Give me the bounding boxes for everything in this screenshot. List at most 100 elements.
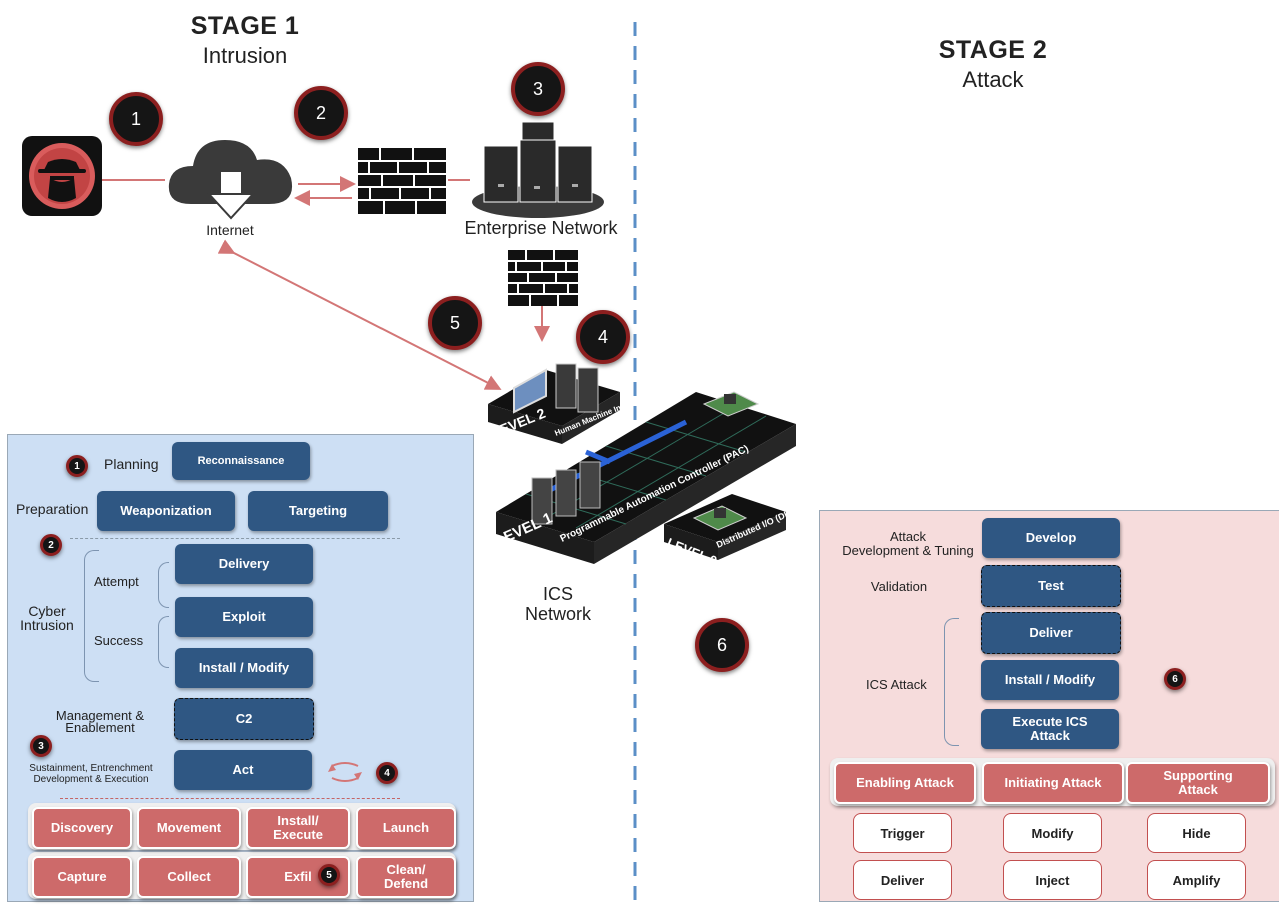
act-divider [60,798,400,799]
action-discovery-line1: Discovery [50,820,114,835]
technique-deliver: Deliver [853,860,952,900]
panel1-marker-3: 3 [30,735,52,757]
ics-network-label: ICS Network [508,584,608,624]
step-marker-4: 4 [576,310,630,364]
attempt-bracket [158,562,169,608]
validation-label: Validation [870,579,928,594]
action-collect: Collect [137,856,241,898]
action-exfil-line1: Exfil [284,869,312,884]
technique-hide: Hide [1147,813,1246,853]
install-modify-step: Install / Modify [175,648,313,688]
preparation-label: Preparation [16,501,89,517]
preparation-divider [70,538,400,539]
management-label-line2: Enablement [65,720,135,735]
technique-amplify: Amplify [1147,860,1246,900]
attack-dev-label: Attack Development & Tuning [838,530,978,558]
ics-levels-diagram: LEVEL 2 Human Machine Interface (HMI) LE… [488,363,798,568]
weaponization-step: Weaponization [97,491,235,531]
ics-attack-label: ICS Attack [866,677,927,692]
action-capture-line1: Capture [57,869,107,884]
panel2-marker-6: 6 [1164,668,1186,690]
cycle-arrows-icon [328,762,362,782]
execute-line1: Execute ICS [1012,714,1088,729]
network-connections [100,176,550,390]
step-marker-1: 1 [109,92,163,146]
c2-step: C2 [174,698,314,740]
category-supporting-line1: Supporting [1163,768,1233,783]
install-modify-attack-step: Install / Modify [981,660,1119,700]
stage2-title: STAGE 2 [938,36,1048,64]
category-initiating-attack: Initiating Attack [982,762,1124,804]
stage1-heading: STAGE 1 Intrusion [170,12,320,69]
action-install-execute: Install/Execute [246,807,350,849]
attack-dev-label-line2: Development & Tuning [842,543,974,558]
action-install-execute-line2: Execute [273,827,323,842]
delivery-step: Delivery [175,544,313,584]
sustainment-label-line1: Sustainment, Entrenchment [29,763,153,774]
action-capture: Capture [32,856,132,898]
action-clean-defend: Clean/Defend [356,856,456,898]
ics-network-label-line2: Network [524,604,591,624]
category-enabling-attack: Enabling Attack [834,762,976,804]
test-step: Test [981,565,1121,607]
attack-dev-label-line1: Attack [889,529,927,544]
management-label: Management & Enablement [40,708,160,735]
panel1-marker-4: 4 [376,762,398,784]
category-initiating-line1: Initiating Attack [1004,775,1102,790]
exploit-step: Exploit [175,597,313,637]
execute-line2: Attack [1030,728,1070,743]
technique-trigger: Trigger [853,813,952,853]
attempt-label: Attempt [94,574,139,589]
internet-label: Internet [206,222,254,238]
stage2-subtitle: Attack [962,67,1024,92]
sustainment-label-line2: Development & Execution [33,774,149,785]
deliver-step: Deliver [981,612,1121,654]
ics-firewall-icon [508,250,578,306]
targeting-step: Targeting [248,491,388,531]
step-marker-5: 5 [428,296,482,350]
step-marker-2: 2 [294,86,348,140]
cyber-intrusion-label-line1: Cyber [28,603,66,619]
success-bracket [158,616,169,668]
cloud-icon [168,140,293,220]
act-step: Act [174,750,312,790]
cyber-intrusion-label-line2: Intrusion [20,617,74,633]
stage1-title: STAGE 1 [190,12,300,40]
attacker-icon [22,136,102,216]
planning-label: Planning [104,456,159,472]
firewall-icon [358,148,446,214]
sustainment-label: Sustainment, Entrenchment Development & … [16,763,166,785]
action-launch-line1: Launch [382,820,430,835]
reconnaissance-step: Reconnaissance [172,442,310,480]
panel1-marker-1: 1 [66,455,88,477]
action-discovery: Discovery [32,807,132,849]
panel1-marker-2: 2 [40,534,62,556]
cyber-intrusion-bracket [84,550,99,682]
action-movement: Movement [137,807,241,849]
technique-inject: Inject [1003,860,1102,900]
action-collect-line1: Collect [167,869,211,884]
develop-step: Develop [982,518,1120,558]
enterprise-network-label: Enterprise Network [464,218,618,238]
step-marker-3: 3 [511,62,565,116]
stage1-subtitle: Intrusion [202,43,288,68]
action-clean-defend-line2: Defend [383,876,429,891]
step-marker-6: 6 [695,618,749,672]
ics-network-label-line1: ICS [542,584,573,604]
action-movement-line1: Movement [156,820,222,835]
cyber-intrusion-label: Cyber Intrusion [12,604,82,632]
technique-modify: Modify [1003,813,1102,853]
ics-attack-bracket [944,618,959,746]
category-enabling-line1: Enabling Attack [856,775,954,790]
action-launch: Launch [356,807,456,849]
action-clean-defend-line1: Clean/ [386,862,426,877]
action-install-execute-line1: Install/ [277,813,319,828]
category-supporting-line2: Attack [1178,782,1218,797]
panel1-marker-5: 5 [318,864,340,886]
execute-ics-attack-step: Execute ICS Attack [981,709,1119,749]
stage2-heading: STAGE 2 Attack [918,36,1068,93]
enterprise-servers-icon [472,121,604,218]
management-label-line1: Management & [55,708,145,723]
success-label: Success [94,633,144,648]
